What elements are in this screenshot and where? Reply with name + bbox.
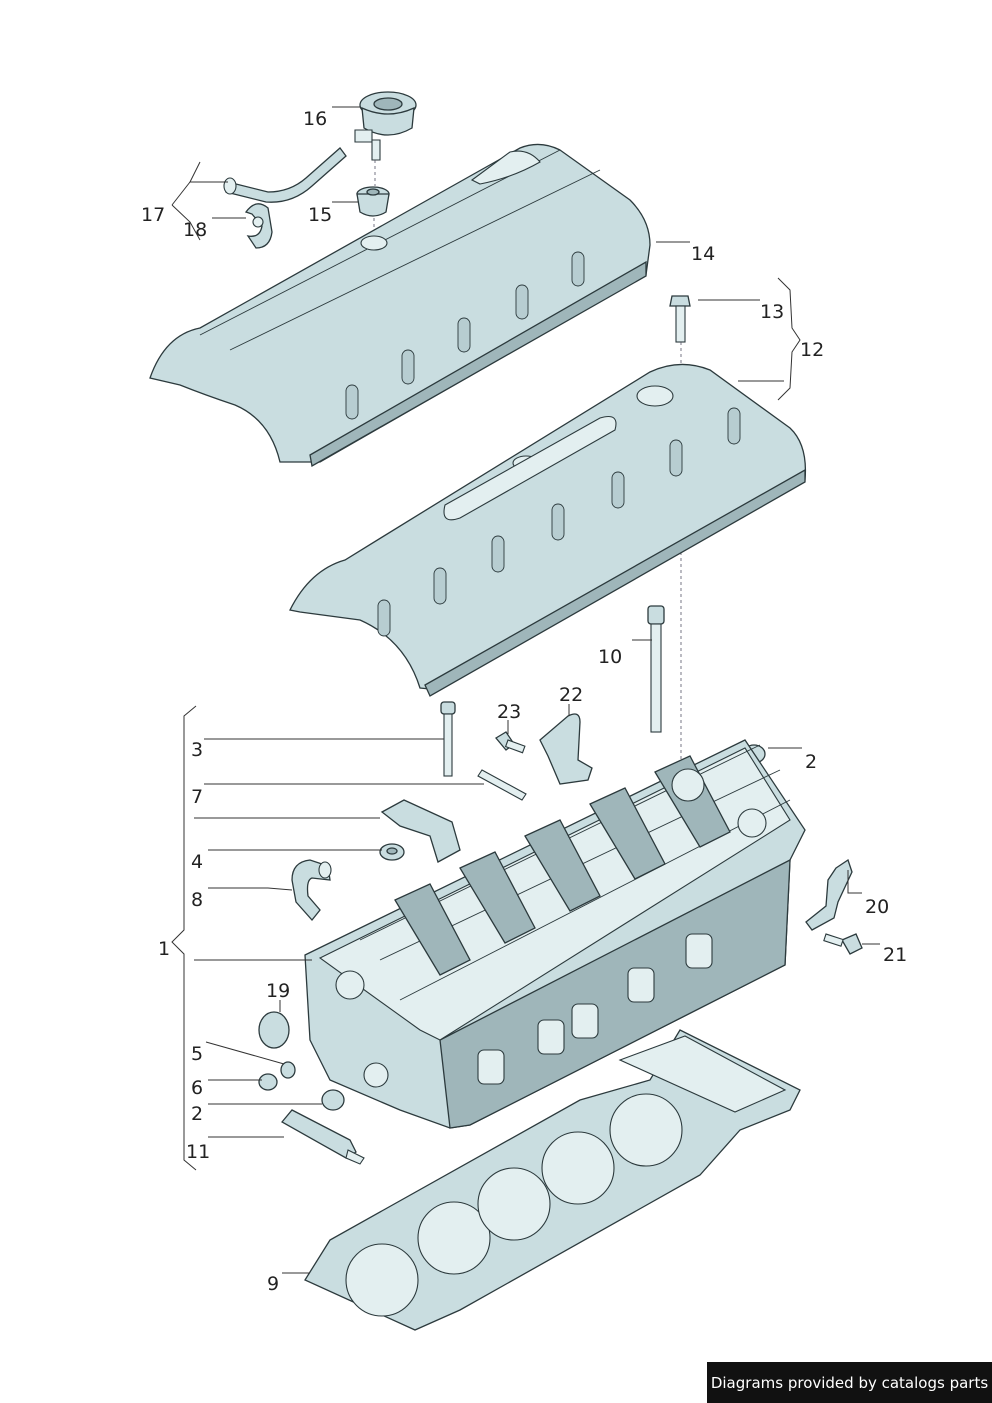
breather-hose-17 — [223, 147, 347, 203]
engine-cover-14 — [149, 143, 651, 468]
callout-2-bottom: 2 — [191, 1103, 203, 1125]
callout-21: 21 — [883, 944, 907, 966]
elbow-8 — [291, 859, 332, 922]
callout-8: 8 — [191, 889, 203, 911]
stud-7 — [477, 769, 527, 801]
grommet-15 — [356, 186, 390, 217]
valve-cover-12 — [289, 363, 807, 697]
callout-2-top: 2 — [805, 751, 817, 773]
callout-9: 9 — [267, 1273, 279, 1295]
callout-12: 12 — [800, 339, 824, 361]
callout-15: 15 — [308, 204, 332, 226]
breather-valve-16 — [354, 91, 417, 161]
callouts: 1 2 2 3 4 5 6 7 8 9 10 11 12 13 14 15 16… — [141, 108, 907, 1295]
callout-4: 4 — [191, 851, 203, 873]
cover-bolt-13 — [669, 295, 691, 343]
plug-19 — [258, 1011, 290, 1049]
bracket-20 — [805, 858, 853, 931]
screw-plug-6 — [258, 1073, 278, 1091]
credit-banner: Diagrams provided by catalogs parts — [707, 1362, 992, 1403]
callout-1: 1 — [158, 938, 170, 960]
bolt-23 — [495, 731, 526, 754]
callout-3: 3 — [191, 739, 203, 761]
callout-22: 22 — [559, 684, 583, 706]
bolt-3 — [440, 701, 456, 777]
callout-18: 18 — [183, 219, 207, 241]
washer-4 — [379, 843, 405, 861]
callout-11: 11 — [186, 1141, 210, 1163]
bearing-cap-support — [380, 799, 461, 863]
callout-16: 16 — [303, 108, 327, 130]
callout-23: 23 — [497, 701, 521, 723]
callout-19: 19 — [266, 980, 290, 1002]
callout-14: 14 — [691, 243, 715, 265]
callout-6: 6 — [191, 1077, 203, 1099]
callout-13: 13 — [760, 301, 784, 323]
callout-20: 20 — [865, 896, 889, 918]
callout-7: 7 — [191, 786, 203, 808]
bolt-21 — [823, 933, 863, 955]
bracket-22 — [539, 713, 593, 785]
sealant-tube-11 — [281, 1109, 365, 1165]
hose-clip-18 — [244, 203, 273, 249]
head-gasket-9 — [304, 1029, 801, 1331]
callout-5: 5 — [191, 1043, 203, 1065]
plug-2-bottom — [321, 1089, 345, 1111]
seal-ring-5 — [280, 1061, 296, 1079]
cylinder-head-1 — [304, 739, 806, 1129]
head-bolt-10 — [647, 605, 665, 733]
leader-lines — [171, 106, 880, 1274]
callout-17: 17 — [141, 204, 165, 226]
callout-10: 10 — [598, 646, 622, 668]
